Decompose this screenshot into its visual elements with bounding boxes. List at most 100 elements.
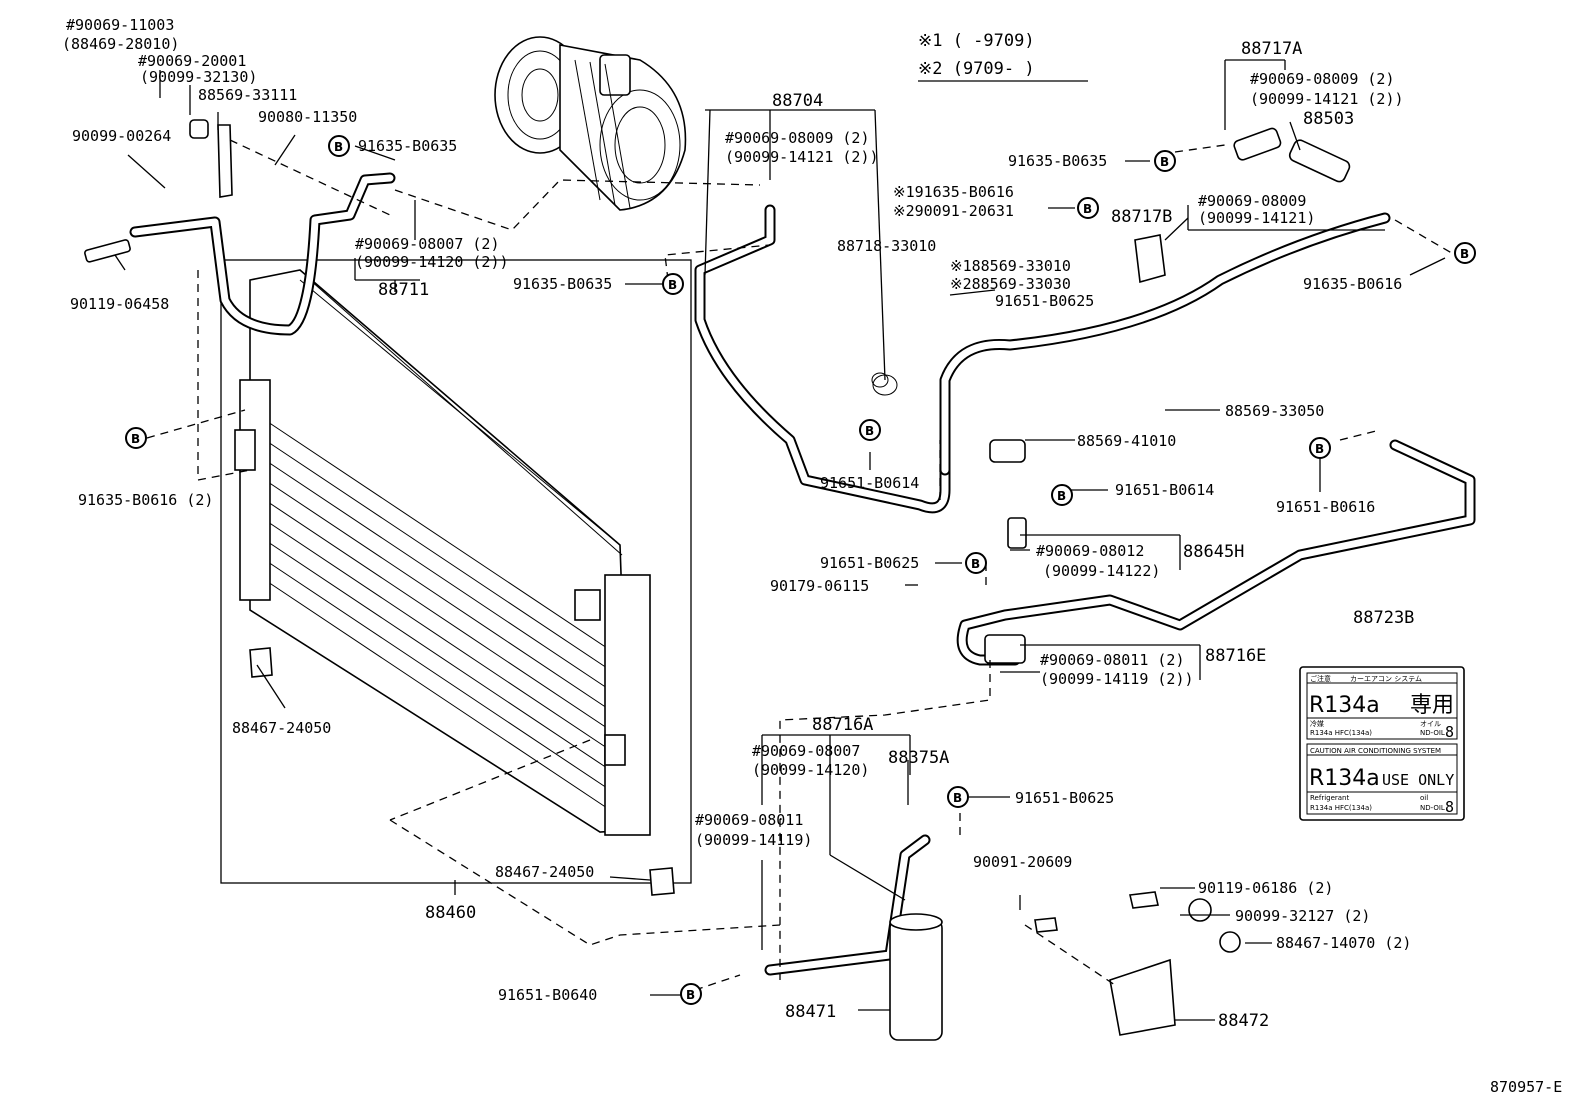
part-label: ※191635-B0616: [893, 183, 1014, 201]
svg-text:B: B: [1160, 155, 1169, 169]
svg-text:B: B: [686, 988, 695, 1002]
part-label: #90069-08012: [1036, 542, 1144, 560]
svg-text:B: B: [971, 557, 980, 571]
part-label: 91635-B0635: [513, 275, 612, 293]
condenser-assembly: [220, 259, 692, 884]
part-label: #90069-20001: [138, 52, 246, 70]
decal-small-6: Refrigerant: [1310, 794, 1349, 802]
svg-text:B: B: [953, 791, 962, 805]
decal-r134a-bottom: R134a: [1309, 766, 1380, 791]
part-label: 90099-32127 (2): [1235, 907, 1370, 925]
part-label: 91651-B0614: [820, 474, 919, 492]
part-label: 90091-20609: [973, 853, 1072, 871]
decal-small-9: ND-OIL: [1420, 804, 1445, 812]
part-label: 91651-B0625: [995, 292, 1094, 310]
decal-caution: CAUTION AIR CONDITIONING SYSTEM: [1310, 747, 1441, 755]
part-label: (90099-32130): [140, 68, 257, 86]
b-marker: B: [859, 419, 881, 441]
decal-r134a-top: R134a: [1309, 693, 1380, 718]
decal-small-5: 8: [1445, 723, 1454, 741]
part-label: 91635-B0635: [358, 137, 457, 155]
part-label: #90069-08009 (2): [725, 129, 870, 147]
decal-jp-only: 専用: [1410, 693, 1454, 718]
b-marker: B: [328, 135, 350, 157]
part-label: (90099-14120 (2)): [355, 253, 509, 271]
svg-text:B: B: [334, 140, 343, 154]
decal-small-2: R134a HFC(134a): [1310, 729, 1372, 737]
part-label: #90069-08007: [752, 742, 860, 760]
svg-text:B: B: [1057, 489, 1066, 503]
decal-small-10: 8: [1445, 798, 1454, 816]
b-marker: B: [965, 552, 987, 574]
svg-text:B: B: [865, 424, 874, 438]
part-label: 88717B: [1111, 207, 1172, 227]
part-label: #90069-08007 (2): [355, 235, 500, 253]
refrigerant-pipes: [129, 172, 1476, 976]
part-labels: #90069-11003 (88469-28010) #90069-20001 …: [62, 16, 1414, 1031]
part-label: 88711: [378, 280, 429, 300]
b-marker: B: [662, 273, 684, 295]
b-marker: B: [1454, 242, 1476, 264]
part-label: (90099-14120): [752, 761, 869, 779]
part-label: (88469-28010): [62, 35, 179, 53]
b-marker: B: [680, 983, 702, 1005]
part-label: 91635-B0616: [1303, 275, 1402, 293]
leader-lines: [114, 59, 1446, 1021]
decal-small-3: ND-OIL: [1420, 729, 1445, 737]
receiver-bracket: [1109, 958, 1176, 1036]
compressor-sketch: [494, 36, 687, 211]
part-label: 90119-06458: [70, 295, 169, 313]
decal-small-8: oil: [1420, 794, 1428, 802]
part-label: (90099-14121 (2)): [725, 148, 879, 166]
dashed-links: [146, 139, 1456, 991]
part-label: (90099-14121): [1198, 209, 1315, 227]
part-label: 88716E: [1205, 646, 1266, 666]
part-label: 91635-B0616 (2): [78, 491, 213, 509]
b-marker: B: [1077, 197, 1099, 219]
b-marker: B: [125, 427, 147, 449]
decal-header-jp-2: カーエアコン システム: [1350, 675, 1422, 683]
part-label: 88718-33010: [837, 237, 936, 255]
part-label: 88467-24050: [495, 863, 594, 881]
legend: ※1 ( -9709) ※2 (9709- ): [918, 31, 1088, 82]
b-marker: B: [1309, 437, 1331, 459]
part-label: 90099-00264: [72, 127, 171, 145]
b-marker: B: [1051, 484, 1073, 506]
part-label: 88716A: [812, 715, 873, 735]
part-label: 91651-B0640: [498, 986, 597, 1004]
legend-note-1: ※1 ( -9709): [918, 31, 1035, 51]
decal-use-only: USE ONLY: [1382, 771, 1454, 789]
refrigerant-decal: ご注意 カーエアコン システム R134a 専用 冷媒 R134a HFC(13…: [1299, 666, 1465, 821]
part-label: 88704: [772, 91, 823, 111]
legend-note-2: ※2 (9709- ): [918, 59, 1035, 79]
part-label: (90099-14121 (2)): [1250, 90, 1404, 108]
part-label: 90179-06115: [770, 577, 869, 595]
part-label: ※188569-33010: [950, 257, 1071, 275]
part-label: 88460: [425, 903, 476, 923]
decal-header-jp: ご注意: [1310, 674, 1331, 683]
part-label: (90099-14122): [1043, 562, 1160, 580]
part-label: #90069-08009: [1198, 192, 1306, 210]
part-label: 90119-06186 (2): [1198, 879, 1333, 897]
condenser-group-box: [220, 259, 692, 884]
figure-code: 870957-E: [1490, 1078, 1562, 1096]
part-label: #90069-08011: [695, 811, 803, 829]
part-label: 88569-33050: [1225, 402, 1324, 420]
part-label: 88471: [785, 1002, 836, 1022]
part-label: 90080-11350: [258, 108, 357, 126]
part-label: 88472: [1218, 1011, 1269, 1031]
part-label: (90099-14119 (2)): [1040, 670, 1194, 688]
bolt-markers: B B B B B B B B B B B B: [125, 135, 1476, 1005]
part-label: 88375A: [888, 748, 949, 768]
part-label: #90069-08011 (2): [1040, 651, 1185, 669]
part-label: 88467-24050: [232, 719, 331, 737]
part-label: 91651-B0625: [1015, 789, 1114, 807]
part-label: (90099-14119): [695, 831, 812, 849]
part-label: 88723B: [1353, 608, 1414, 628]
svg-text:B: B: [1315, 442, 1324, 456]
part-label: 88717A: [1241, 39, 1302, 59]
part-label: 91651-B0616: [1276, 498, 1375, 516]
svg-text:B: B: [668, 278, 677, 292]
decal-small-1: 冷媒: [1310, 719, 1324, 728]
